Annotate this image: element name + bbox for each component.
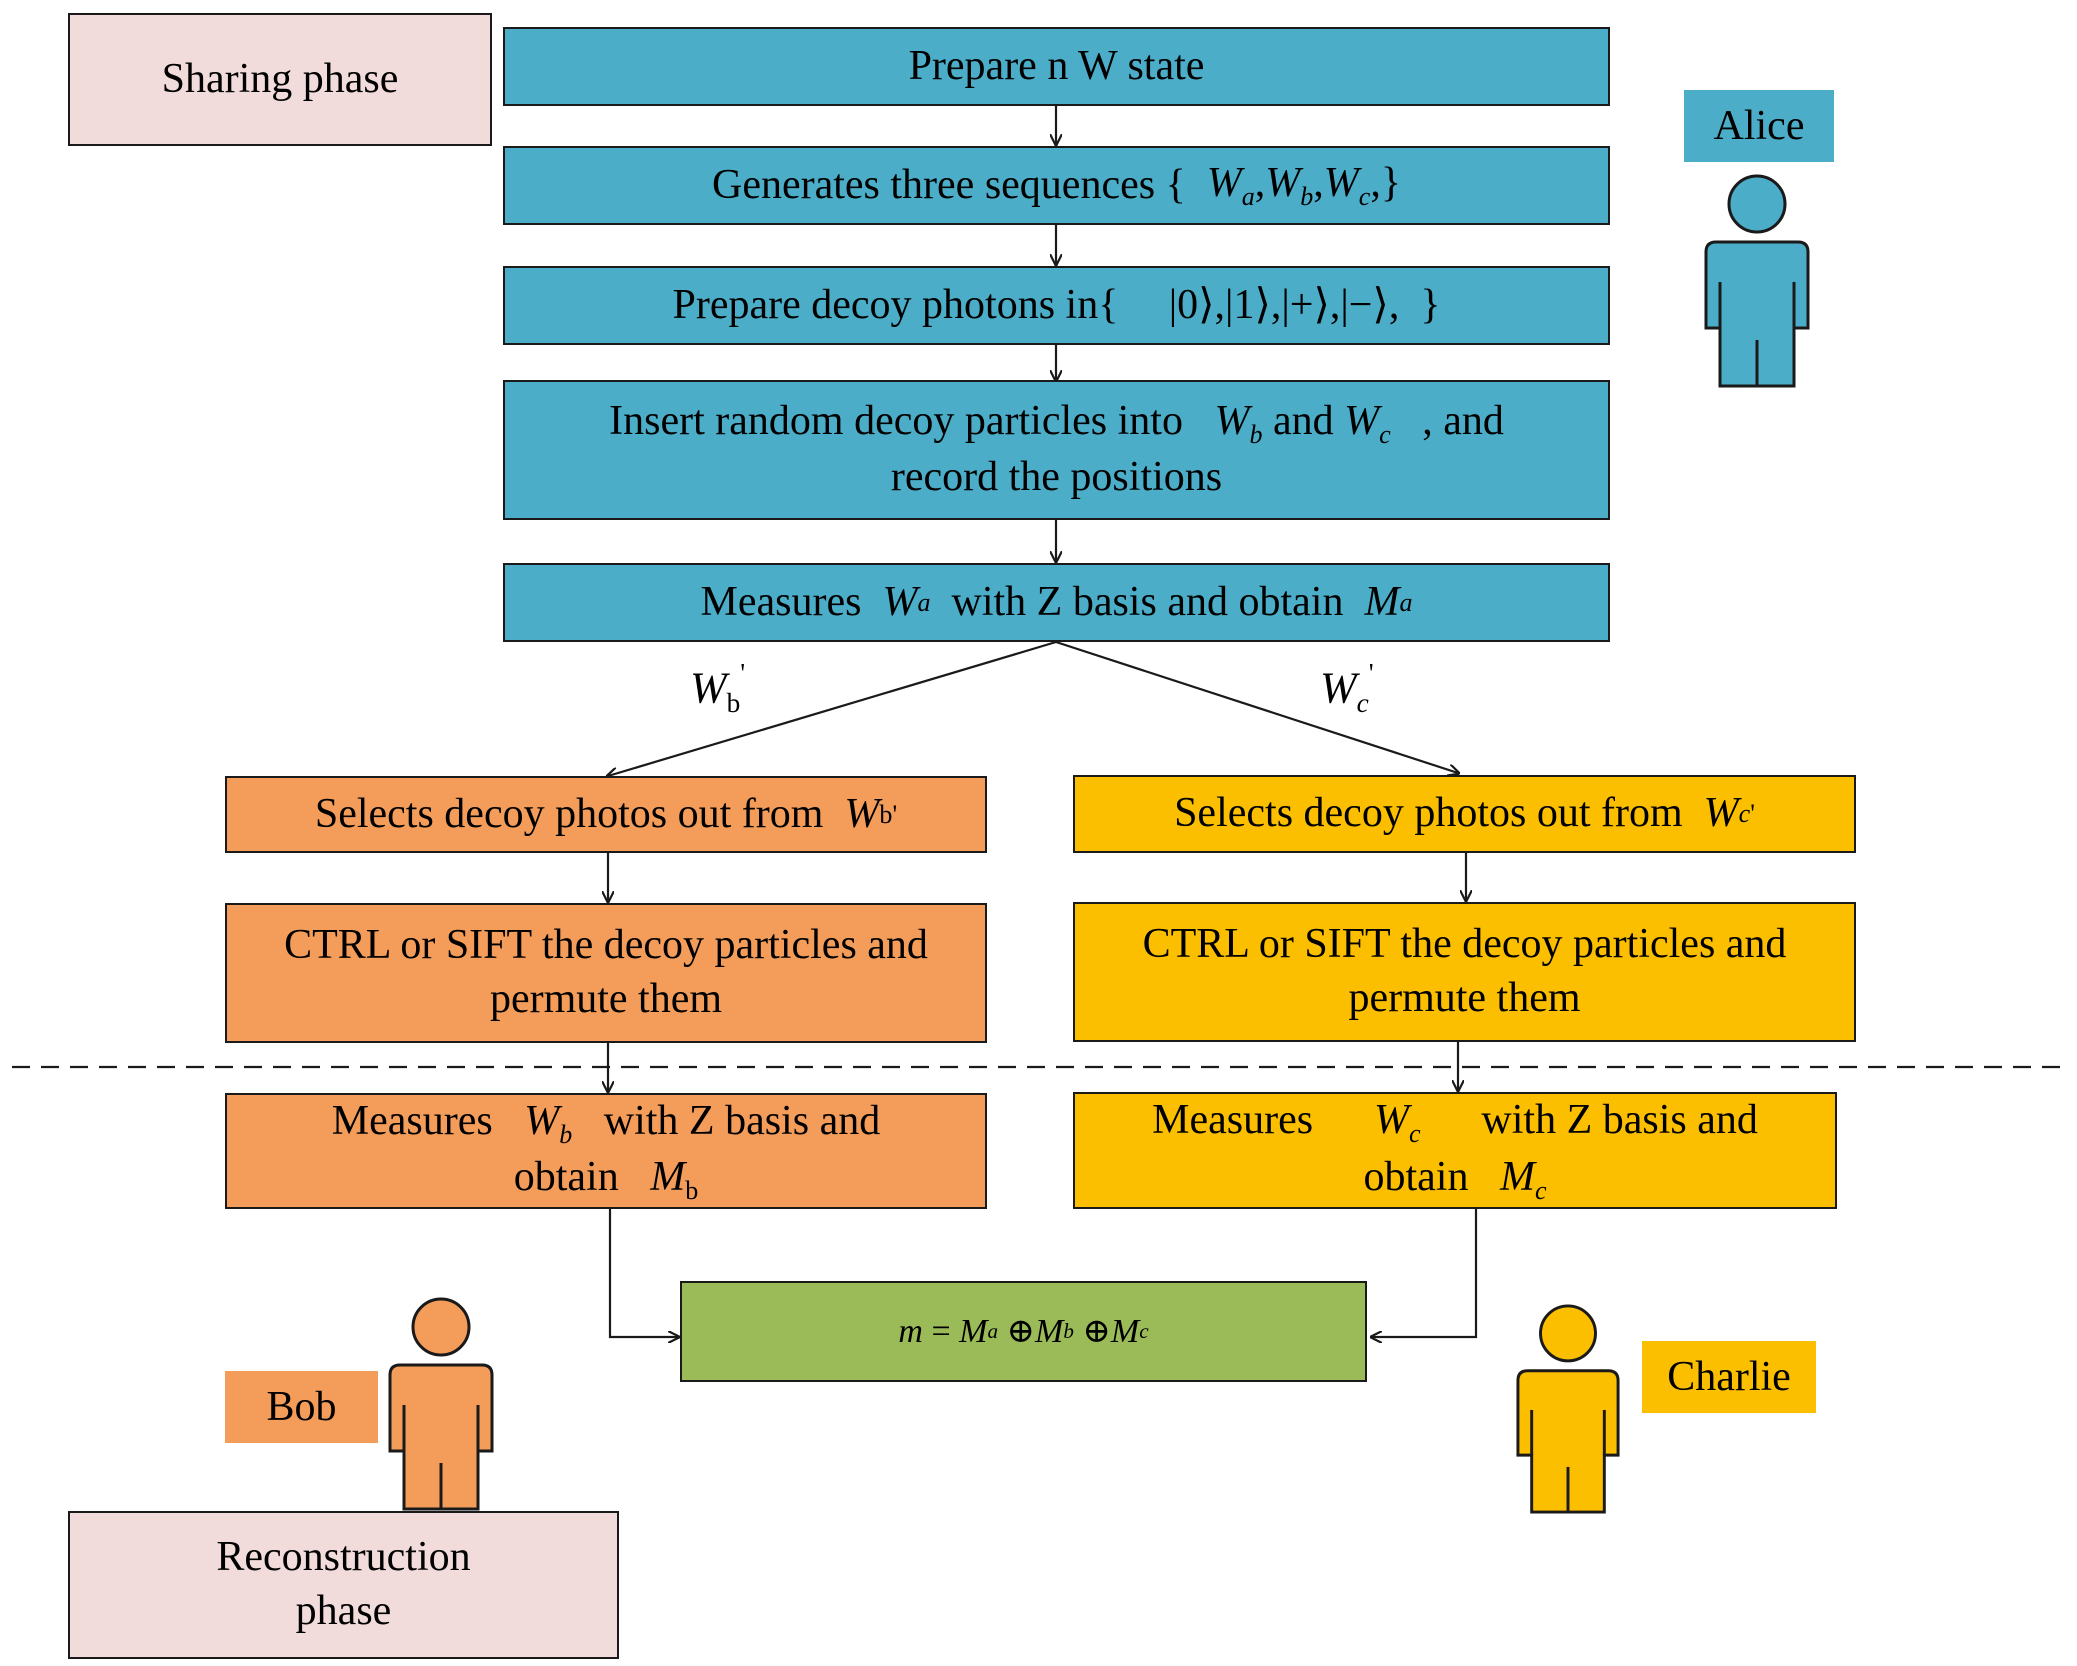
step-prepare-decoy: Prepare decoy photons in{ |0⟩,|1⟩,|+⟩,|−… (503, 266, 1610, 345)
branch-label-charlie: Wc' (1320, 658, 1374, 718)
reconstruction-phase-label: Reconstruction phase (68, 1511, 619, 1659)
bob-label: Bob (225, 1371, 378, 1443)
charlie-measure: Measures Wc with Z basis and obtain Mc (1073, 1092, 1837, 1209)
charlie-ctrl-sift: CTRL or SIFT the decoy particles and per… (1073, 902, 1856, 1042)
step-insert-decoy: Insert random decoy particles into Wb an… (503, 380, 1610, 520)
bob-measure: Measures Wb with Z basis and obtain Mb (225, 1093, 987, 1209)
step-prepare-w-state: Prepare n W state (503, 27, 1610, 106)
charlie-person-icon (1516, 1304, 1620, 1514)
arrow-measure-to-charlie (1055, 640, 1458, 773)
sequence-set: Wa,Wb,Wc,} (1206, 160, 1402, 212)
branch-label-bob: Wb' (690, 658, 746, 718)
insert-line-1: Insert random decoy particles into Wb an… (609, 397, 1504, 450)
step-generate-sequences: Generates three sequences { Wa,Wb,Wc,} (503, 146, 1610, 225)
arrow-charlie-to-result (1372, 1209, 1478, 1337)
alice-label: Alice (1684, 90, 1834, 162)
alice-person-icon (1704, 174, 1810, 388)
bob-ctrl-sift: CTRL or SIFT the decoy particles and per… (225, 903, 987, 1043)
insert-line-2: record the positions (890, 454, 1223, 501)
sharing-phase-label: Sharing phase (68, 13, 492, 146)
charlie-label: Charlie (1642, 1341, 1816, 1413)
bob-person-icon (388, 1297, 494, 1511)
arrow-bob-to-result (608, 1209, 678, 1337)
arrow-measure-to-bob (608, 640, 1057, 776)
